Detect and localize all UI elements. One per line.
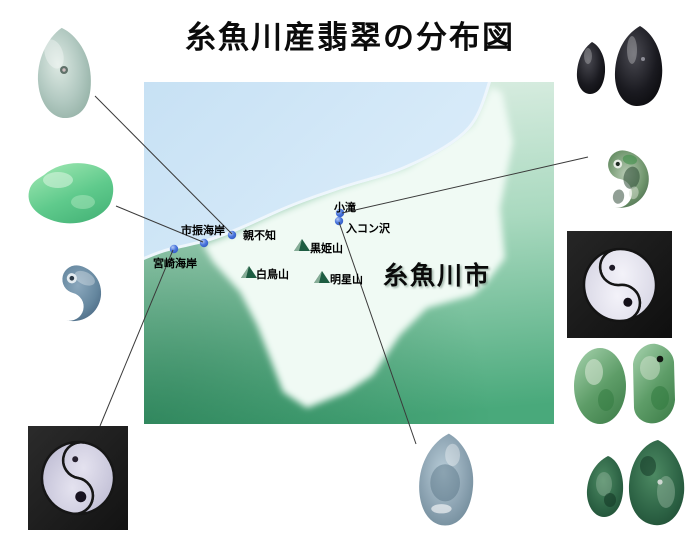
label-ichiburi-kaigan: 市振海岸: [181, 225, 225, 237]
page-title: 糸魚川産翡翠の分布図: [185, 20, 515, 55]
bead-hole: [656, 355, 664, 363]
green-rough-jade-image: [28, 163, 114, 224]
label-miyazaki-kaigan: 宮崎海岸: [153, 258, 197, 270]
label-irikonzawa: 入コン沢: [346, 223, 390, 235]
bead-hole: [72, 456, 79, 463]
lavender-magatama-pair-photo: [28, 426, 128, 530]
dot-oyashirazu: [227, 230, 237, 240]
label-itoigawa-city: 糸魚川市: [383, 263, 492, 290]
black-teardrop-beads-image: [576, 26, 663, 106]
label-kotaki: 小滝: [334, 202, 356, 214]
blue-grey-teardrop-bead-image: [419, 433, 474, 526]
itoigawa-map: [144, 82, 554, 424]
blue-grey-magatama-image: [62, 265, 102, 322]
dark-green-teardrop-beads-image: [586, 440, 685, 526]
pale-green-teardrop-bead-image: [37, 27, 91, 118]
mountain-myojo: [314, 271, 330, 283]
green-barrel-beads-image: [574, 343, 675, 424]
dot-miyazaki: [169, 244, 179, 254]
mountain-shiratori: [241, 266, 257, 278]
label-myojosan: 明星山: [330, 274, 363, 286]
bead-hole: [657, 479, 663, 485]
bead-hole: [623, 297, 633, 307]
white-magatama-pair-photo: [567, 231, 672, 338]
bead-hole: [609, 264, 616, 271]
label-oyashirazu: 親不知: [243, 230, 276, 242]
mountain-kurohime: [294, 239, 310, 251]
bead-hole: [641, 57, 645, 61]
dot-irikonzawa: [334, 216, 344, 226]
label-shiratoriyama: 白鳥山: [256, 269, 289, 281]
label-kurohimeyama: 黒姫山: [310, 243, 343, 255]
green-mottled-magatama-image: [608, 150, 649, 208]
bead-hole: [75, 491, 87, 503]
dot-ichiburi: [199, 238, 209, 248]
